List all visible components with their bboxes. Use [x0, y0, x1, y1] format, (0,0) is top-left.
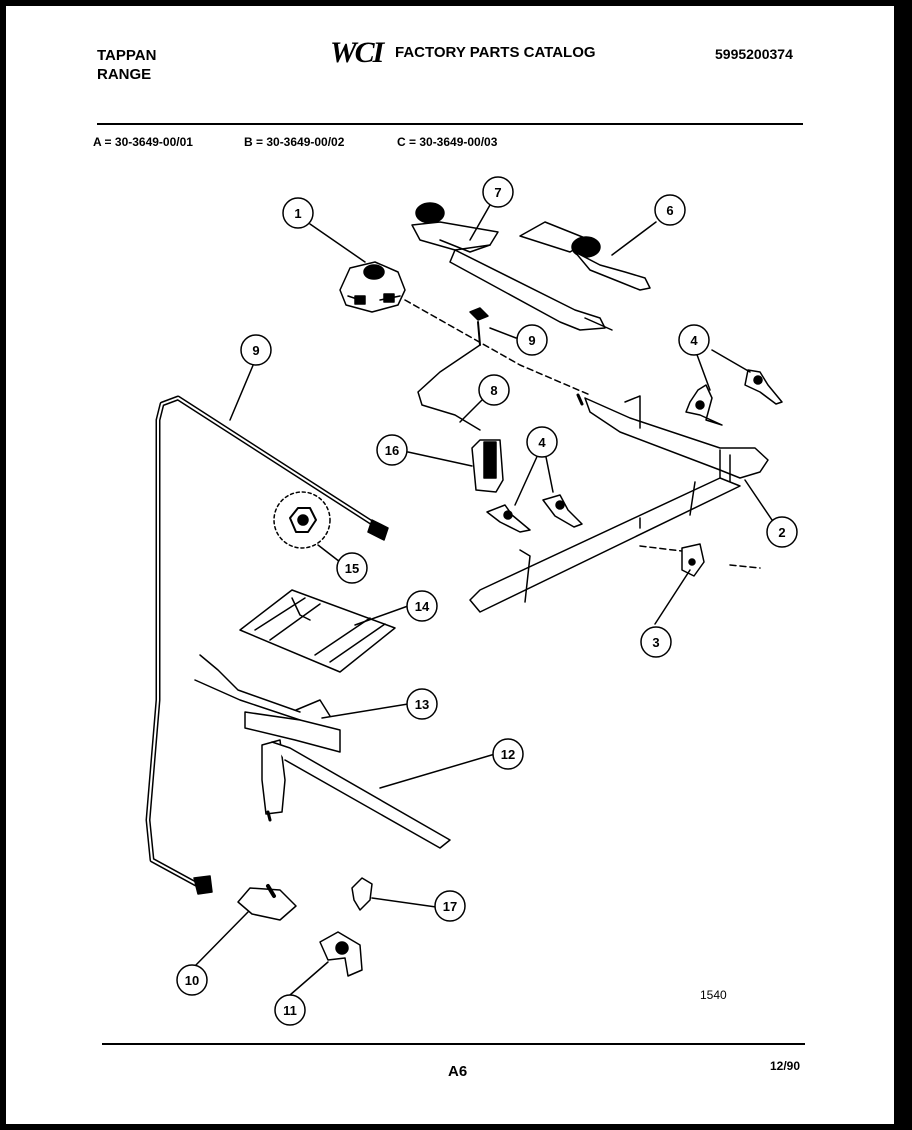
- svg-text:14: 14: [415, 599, 430, 614]
- svg-text:6: 6: [666, 203, 673, 218]
- part-manifold: [469, 393, 769, 613]
- footer-rule: [102, 1043, 805, 1045]
- callout-7: 8: [478, 374, 510, 406]
- callout-2: 2: [766, 516, 798, 548]
- dashed-leader: [404, 299, 591, 396]
- svg-text:15: 15: [345, 561, 359, 576]
- part-bracket: [237, 887, 297, 921]
- header-rule: [97, 123, 803, 125]
- brand-line-2: RANGE: [97, 66, 152, 83]
- wci-logo: WCI: [330, 36, 384, 69]
- part-clamp: [351, 877, 373, 911]
- model-b: B = 30-3649-00/02: [244, 135, 345, 149]
- callout-4-lower: 4: [526, 426, 558, 458]
- part-oven-burner: [261, 739, 451, 849]
- part-oven-gas-tube: [145, 395, 389, 895]
- svg-text:4: 4: [690, 333, 698, 348]
- catalog-sheet: [6, 6, 894, 1124]
- svg-text:10: 10: [185, 973, 199, 988]
- bracket-tab: [266, 884, 276, 898]
- callout-6: 7: [482, 176, 514, 208]
- callout-14: 14: [406, 590, 438, 622]
- svg-text:16: 16: [385, 443, 399, 458]
- part-mounting-bracket: [319, 931, 363, 977]
- callout-9: 9: [240, 334, 272, 366]
- page-number: A6: [448, 1063, 468, 1080]
- part-nut: [273, 491, 331, 549]
- model-c: C = 30-3649-00/03: [397, 135, 498, 149]
- callout-10: 10: [176, 964, 208, 996]
- callout-17: 17: [434, 890, 466, 922]
- callout-12: 12: [492, 738, 524, 770]
- part-valve: [339, 261, 406, 313]
- callout-8: 9: [516, 324, 548, 356]
- svg-text:9: 9: [528, 333, 535, 348]
- svg-text:4: 4: [538, 435, 546, 450]
- part-oven-pilot: [194, 654, 341, 753]
- drawing-number: 1540: [700, 988, 727, 1002]
- part-top-burner-right: [519, 221, 651, 291]
- catalog-title: FACTORY PARTS CATALOG: [395, 44, 596, 61]
- part-ignition-module: [471, 439, 504, 493]
- part-tubing: [417, 344, 481, 431]
- callout-1: 1: [282, 197, 314, 229]
- callout-3: 3: [640, 626, 672, 658]
- svg-text:1: 1: [294, 206, 301, 221]
- svg-text:8: 8: [490, 383, 497, 398]
- catalog-date: 12/90: [770, 1059, 801, 1073]
- leader-lines: [192, 204, 773, 996]
- brand-label: TAPPAN RANGE: [97, 46, 156, 84]
- part-orifice: [469, 307, 489, 346]
- part-heat-deflector: [239, 589, 396, 673]
- part-valve-pair-upper: [685, 369, 783, 426]
- part-valve-pair-lower: [486, 494, 583, 533]
- part-top-burner-left: [411, 202, 613, 331]
- svg-text:2: 2: [778, 525, 785, 540]
- brand-line-1: TAPPAN: [97, 47, 157, 64]
- svg-text:11: 11: [283, 1003, 297, 1018]
- model-a: A = 30-3649-00/01: [93, 135, 193, 149]
- svg-text:7: 7: [494, 185, 501, 200]
- catalog-number: 5995200374: [715, 46, 793, 62]
- svg-text:9: 9: [252, 343, 259, 358]
- callout-13: 13: [406, 688, 438, 720]
- callout-11: 11: [274, 994, 306, 1026]
- svg-text:13: 13: [415, 697, 429, 712]
- svg-text:17: 17: [443, 899, 457, 914]
- svg-text:3: 3: [652, 635, 659, 650]
- callout-15: 15: [336, 552, 368, 584]
- clip-hole: [688, 558, 696, 566]
- callout-4-upper: 4: [678, 324, 710, 356]
- callout-16: 16: [376, 434, 408, 466]
- svg-text:12: 12: [501, 747, 515, 762]
- callout-5: 6: [654, 194, 686, 226]
